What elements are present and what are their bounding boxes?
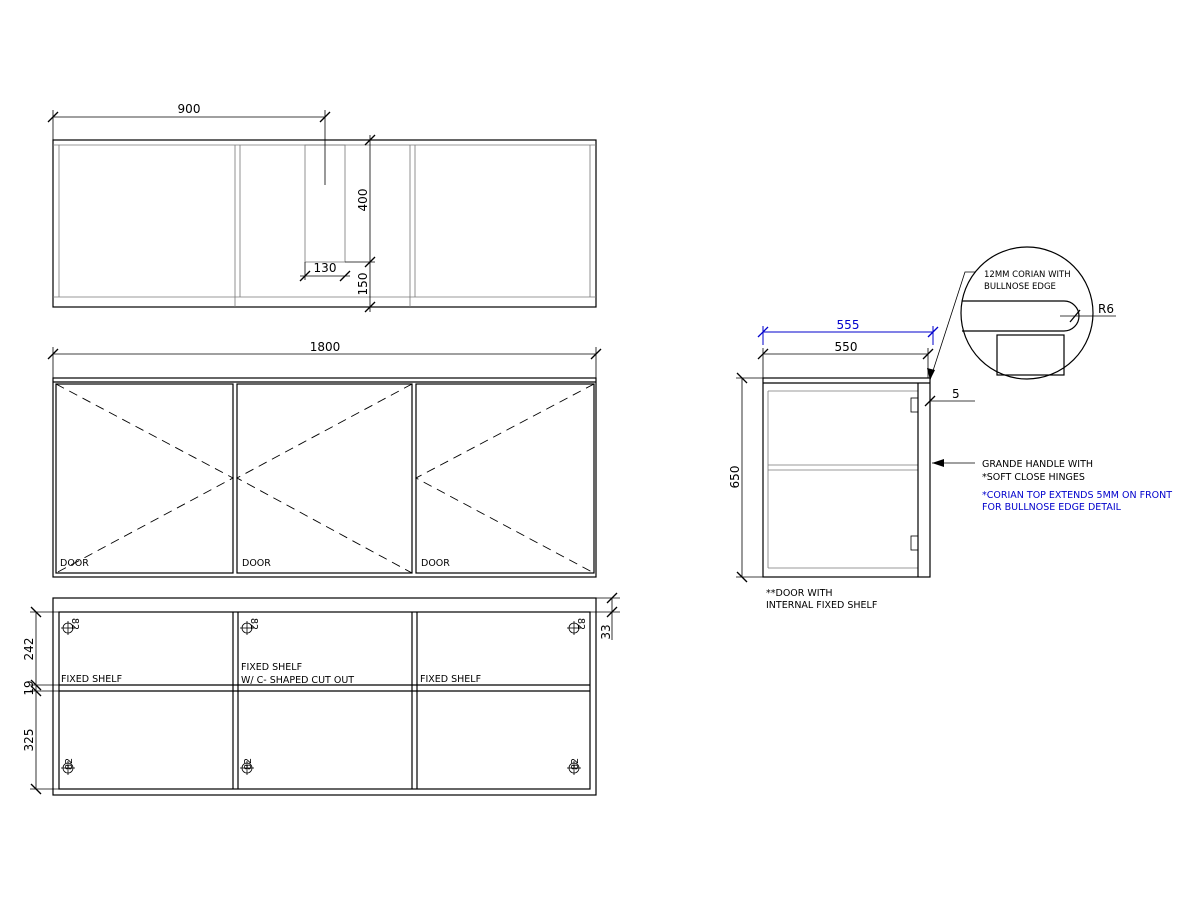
door-label: DOOR [60,558,89,569]
door-label: DOOR [421,558,450,569]
bullnose-detail: R6 12MM CORIAN WITH BULLNOSE EDGE [927,246,1116,381]
radius-label: R6 [1098,302,1114,316]
dim-555: 555 [837,318,860,332]
hinge-markers: 82 82 82 82 82 82 [61,618,586,775]
dim-33: 33 [599,624,613,639]
plan-view: 900 400 150 130 [47,102,597,313]
door: DOOR [415,383,595,574]
dim-130: 130 [314,261,337,275]
door: DOOR [236,383,413,574]
side-view: 555 550 650 5 GRANDE HANDLE WITH *SOFT C… [728,318,1172,611]
door: DOOR [55,383,234,574]
hinge-icon [910,397,919,413]
dim-900: 900 [178,102,201,116]
carcass-view: FIXED SHELF FIXED SHELF W/ C- SHAPED CUT… [22,592,620,796]
dim-1800: 1800 [310,340,341,354]
dim-5: 5 [952,387,960,401]
leader-arrow-icon [927,368,935,380]
dim-82: 82 [64,758,75,770]
dim-82: 82 [248,618,259,630]
handle-note: *SOFT CLOSE HINGES [982,472,1085,483]
shelf-label: FIXED SHELF [420,674,481,685]
shelf-label: FIXED SHELF [241,662,302,673]
dim-650: 650 [728,466,742,489]
dim-82: 82 [570,758,581,770]
detail-label: BULLNOSE EDGE [984,282,1056,292]
corian-note: FOR BULLNOSE EDGE DETAIL [982,502,1122,513]
dim-82: 82 [69,618,80,630]
shelf-label: FIXED SHELF [61,674,122,685]
door-note: INTERNAL FIXED SHELF [766,600,877,611]
dim-19: 19 [22,680,36,695]
dim-550: 550 [835,340,858,354]
dim-242: 242 [22,638,36,661]
front-elevation: 1800 DOOR DOOR DOOR [47,340,602,578]
door-label: DOOR [242,558,271,569]
detail-label: 12MM CORIAN WITH [984,270,1071,280]
corian-note: *CORIAN TOP EXTENDS 5MM ON FRONT [982,490,1172,501]
dim-82: 82 [575,618,586,630]
handle-note: GRANDE HANDLE WITH [982,459,1093,470]
shelf-label: W/ C- SHAPED CUT OUT [241,675,354,686]
dim-150: 150 [356,273,370,296]
arrow-icon [932,459,944,467]
hinge-icon [910,535,919,551]
door-note: **DOOR WITH [766,588,833,599]
dim-325: 325 [22,729,36,752]
dim-82: 82 [243,758,254,770]
dim-400: 400 [356,189,370,212]
